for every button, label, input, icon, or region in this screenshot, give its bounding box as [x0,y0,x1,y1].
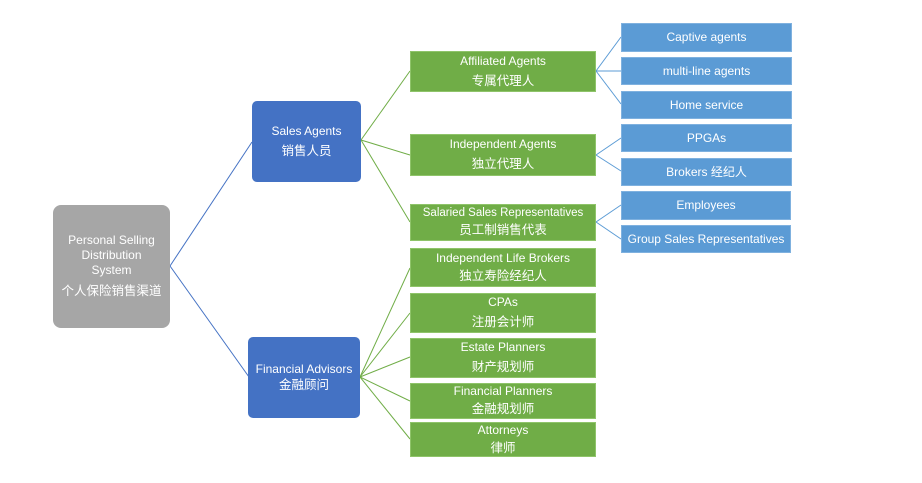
captive-agents-node: Captive agents [621,23,792,52]
attorneys-label-cn: 律师 [490,440,516,455]
multi-line-agents-node: multi-line agents [621,57,792,85]
life-brokers-label-cn: 独立寿险经纪人 [459,268,547,283]
root-node: Personal Selling Distribution System 个人保… [53,205,170,328]
connector-root-sales [169,141,253,267]
financial-planners-label-en: Financial Planners [453,384,553,399]
cpas-label-cn: 注册会计师 [471,315,535,330]
root-label-en: Personal Selling Distribution System [68,233,155,278]
connector-fa-attorneys [359,376,411,440]
connector-independent-ppgas [595,137,622,156]
sales-agents-label-cn: 销售人员 [281,143,332,158]
cpas-label-en: CPAs [488,295,518,310]
salaried-sales-label-en: Salaried Sales Representatives [422,207,584,219]
financial-advisors-label-en: Financial Advisors [255,361,353,376]
group-sales-representatives-label: Group Sales Representatives [627,231,785,246]
group-sales-representatives-node: Group Sales Representatives [621,225,791,253]
connector-salaried-employees [595,204,622,223]
connector-fa-life-brokers [359,267,411,378]
connector-sales-salaried [360,139,411,223]
connector-root-advisors [169,265,250,378]
life-brokers-label-en: Independent Life Brokers [435,250,571,265]
cpas-node: CPAs 注册会计师 [410,293,596,333]
affiliated-agents-label-cn: 专属代理人 [471,73,535,88]
sales-agents-label-en: Sales Agents [271,123,342,138]
affiliated-agents-label-en: Affiliated Agents [460,53,546,68]
home-service-label: Home service [669,97,744,112]
connector-sales-affiliated [360,70,411,141]
attorneys-node: Attorneys 律师 [410,422,596,457]
multi-line-agents-label: multi-line agents [662,63,751,78]
home-service-node: Home service [621,91,792,119]
connector-fa-cpas [359,312,411,378]
root-label-cn: 个人保险销售渠道 [61,284,162,299]
financial-planners-node: Financial Planners 金融规划师 [410,383,596,419]
sales-agents-node: Sales Agents 销售人员 [252,101,361,182]
ppgas-label: PPGAs [686,130,727,145]
employees-label: Employees [676,198,736,212]
brokers-label: Brokers 经纪人 [666,164,747,179]
connector-salaried-group [595,221,622,240]
connector-affiliated-captive [595,36,622,72]
estate-planners-label-en: Estate Planners [460,340,546,355]
ppgas-node: PPGAs [621,124,792,152]
attorneys-label-en: Attorneys [477,422,529,437]
connector-affiliated-home [595,70,622,105]
estate-planners-node: Estate Planners 财产规划师 [410,338,596,378]
salaried-sales-label-cn: 员工制销售代表 [459,223,547,238]
independent-agents-label-en: Independent Agents [449,137,557,152]
estate-planners-label-cn: 财产规划师 [471,360,535,375]
financial-planners-label-cn: 金融规划师 [471,402,535,417]
independent-agents-label-cn: 独立代理人 [471,157,535,172]
employees-node: Employees [621,191,791,220]
financial-advisors-label-cn: 金融顾问 [278,377,329,392]
life-brokers-node: Independent Life Brokers 独立寿险经纪人 [410,248,596,287]
connector-sales-independent [360,139,411,156]
connector-fa-fin-planners [359,376,411,402]
brokers-node: Brokers 经纪人 [621,158,792,186]
affiliated-agents-node: Affiliated Agents 专属代理人 [410,51,596,92]
connector-independent-brokers [595,154,622,172]
independent-agents-node: Independent Agents 独立代理人 [410,134,596,176]
connector-fa-estate [359,356,411,378]
financial-advisors-node: Financial Advisors 金融顾问 [248,337,360,418]
salaried-sales-node: Salaried Sales Representatives 员工制销售代表 [410,204,596,241]
captive-agents-label: Captive agents [666,30,747,44]
